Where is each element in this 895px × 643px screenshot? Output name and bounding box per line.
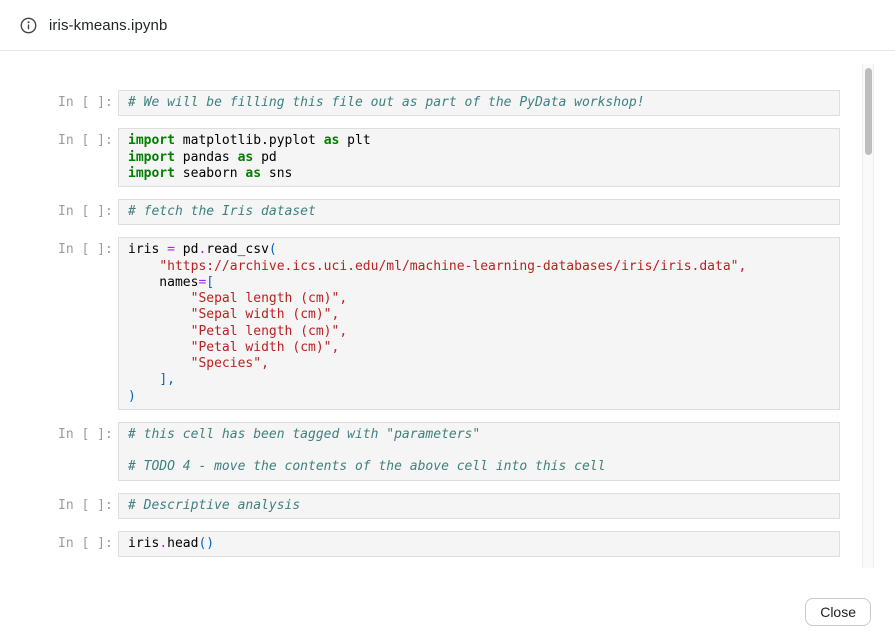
code-line: names=[ bbox=[128, 274, 215, 290]
scrollbar-thumb[interactable] bbox=[865, 68, 872, 155]
code-line: ], bbox=[159, 372, 175, 388]
code-line: ) bbox=[128, 388, 136, 404]
notebook-preview[interactable]: In [ ]: # We will be filling this file ou… bbox=[0, 52, 895, 576]
close-button[interactable]: Close bbox=[805, 598, 871, 626]
cell-prompt: In [ ]: bbox=[58, 133, 113, 149]
notebook-cell: In [ ]: # We will be filling this file ou… bbox=[58, 90, 840, 117]
notebook-cell: In [ ]: iris.head() bbox=[58, 530, 840, 557]
code-line: "Sepal length (cm)", bbox=[190, 291, 348, 306]
cell-prompt: In [ ]: bbox=[58, 204, 113, 219]
code-line: iris = pd.read_csv( bbox=[128, 242, 277, 258]
notebook-cell: In [ ]: iris = pd.read_csv( "https://arch… bbox=[58, 237, 840, 410]
code-line bbox=[128, 443, 830, 459]
scrollbar-track[interactable] bbox=[862, 64, 874, 568]
code-line: # TODO 4 - move the contents of the abov… bbox=[128, 459, 606, 475]
cell-code: # fetch the Iris dataset bbox=[118, 199, 840, 226]
info-icon bbox=[20, 17, 37, 33]
notebook-cell: In [ ]: # fetch the Iris dataset bbox=[58, 199, 840, 226]
code-line: "Species", bbox=[190, 356, 269, 371]
cell-prompt: In [ ]: bbox=[58, 497, 113, 513]
notebook-cell: In [ ]: # this cell has been tagged with … bbox=[58, 421, 840, 481]
cell-code: iris = pd.read_csv( "https://archive.ics… bbox=[118, 237, 840, 410]
cell-code: iris.head() bbox=[118, 530, 840, 557]
notebook-cell: In [ ]: # Descriptive analysis bbox=[58, 492, 840, 519]
cell-code: # We will be filling this file out as pa… bbox=[118, 90, 840, 117]
code-line: import pandas as pd bbox=[128, 149, 277, 165]
cell-prompt: In [ ]: bbox=[58, 95, 113, 110]
code-line: import seaborn as sns bbox=[128, 165, 293, 181]
cell-code: # this cell has been tagged with "parame… bbox=[118, 421, 840, 481]
cells: In [ ]: # We will be filling this file ou… bbox=[58, 90, 840, 557]
code-line: iris.head() bbox=[128, 535, 215, 551]
code-line: # We will be filling this file out as pa… bbox=[128, 95, 645, 110]
cell-prompt: In [ ]: bbox=[58, 242, 113, 258]
code-line: # Descriptive analysis bbox=[128, 497, 301, 513]
code-line: import matplotlib.pyplot as plt bbox=[128, 133, 371, 149]
cell-code: # Descriptive analysis bbox=[118, 492, 840, 519]
notebook-filename: iris-kmeans.ipynb bbox=[49, 16, 168, 34]
code-line: "https://archive.ics.uci.edu/ml/machine-… bbox=[159, 258, 747, 274]
code-line: "Petal length (cm)", bbox=[190, 323, 348, 339]
code-line: "Sepal width (cm)", bbox=[190, 307, 340, 323]
dialog-header: iris-kmeans.ipynb bbox=[0, 0, 895, 51]
cell-prompt: In [ ]: bbox=[58, 426, 113, 442]
code-line: "Petal width (cm)", bbox=[190, 339, 340, 355]
cell-prompt: In [ ]: bbox=[58, 535, 113, 551]
code-line: # this cell has been tagged with "parame… bbox=[128, 426, 481, 442]
code-line: # fetch the Iris dataset bbox=[128, 204, 316, 219]
